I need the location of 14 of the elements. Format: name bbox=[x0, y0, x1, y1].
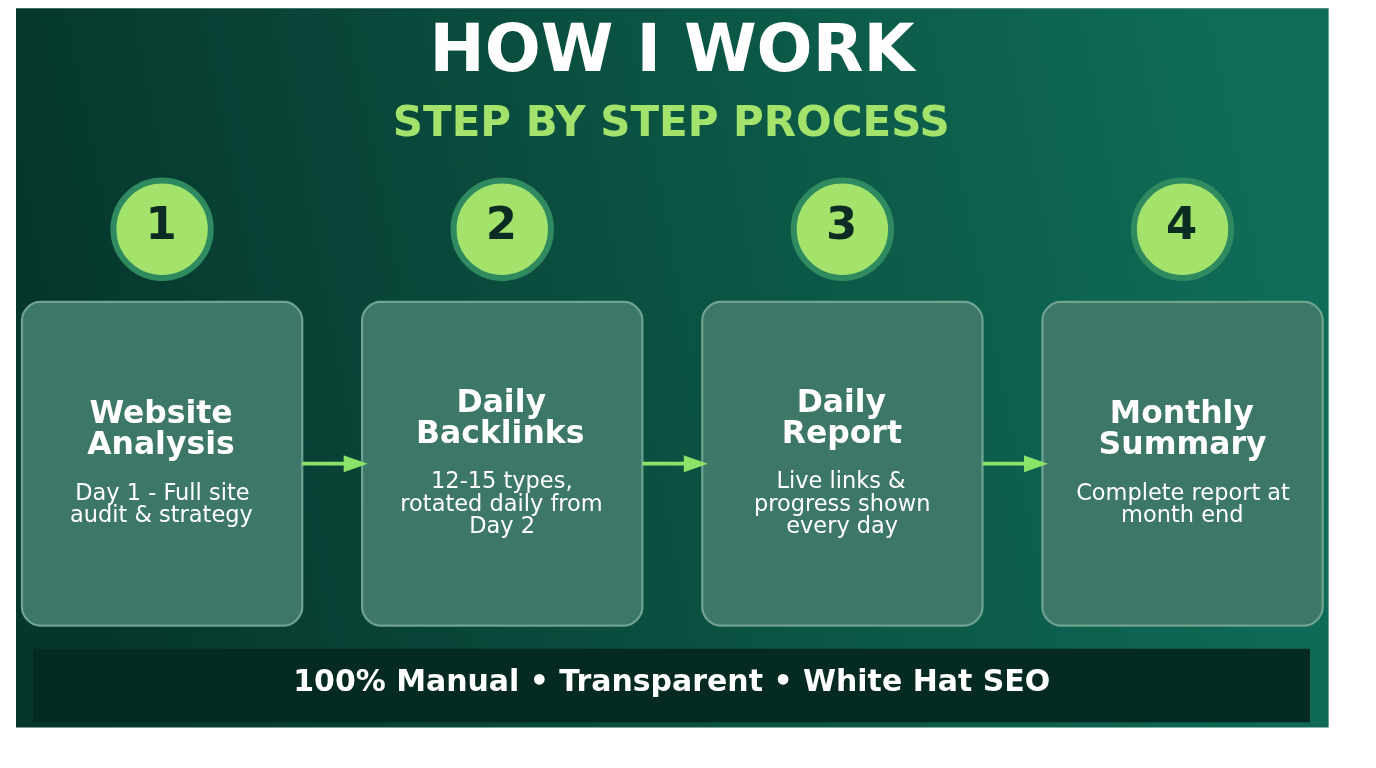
node-circle: 3 bbox=[790, 177, 894, 281]
node-circle: 2 bbox=[450, 177, 554, 281]
arrow bbox=[301, 455, 368, 473]
node-box: Daily Backlinks 12-15 types, rotated daily from Day 2 bbox=[360, 300, 643, 627]
node-box: Website Analysis Day 1 - Full site audit & strategy bbox=[20, 300, 303, 627]
node-box: Daily Report Live links & progress shown every day bbox=[700, 300, 984, 627]
node-circle: 1 bbox=[109, 177, 214, 281]
label: STEP BY STEP PROCESS bbox=[392, 97, 950, 147]
node-box: Monthly Summary Complete report at month end bbox=[1040, 300, 1324, 627]
arrow bbox=[641, 455, 708, 473]
arrow bbox=[982, 455, 1048, 473]
diagram-title: HOW I WORK bbox=[429, 10, 915, 88]
node-circle: 4 bbox=[1130, 177, 1234, 281]
node-box: 100% Manual • Transparent • White Hat SEO bbox=[32, 648, 1310, 723]
